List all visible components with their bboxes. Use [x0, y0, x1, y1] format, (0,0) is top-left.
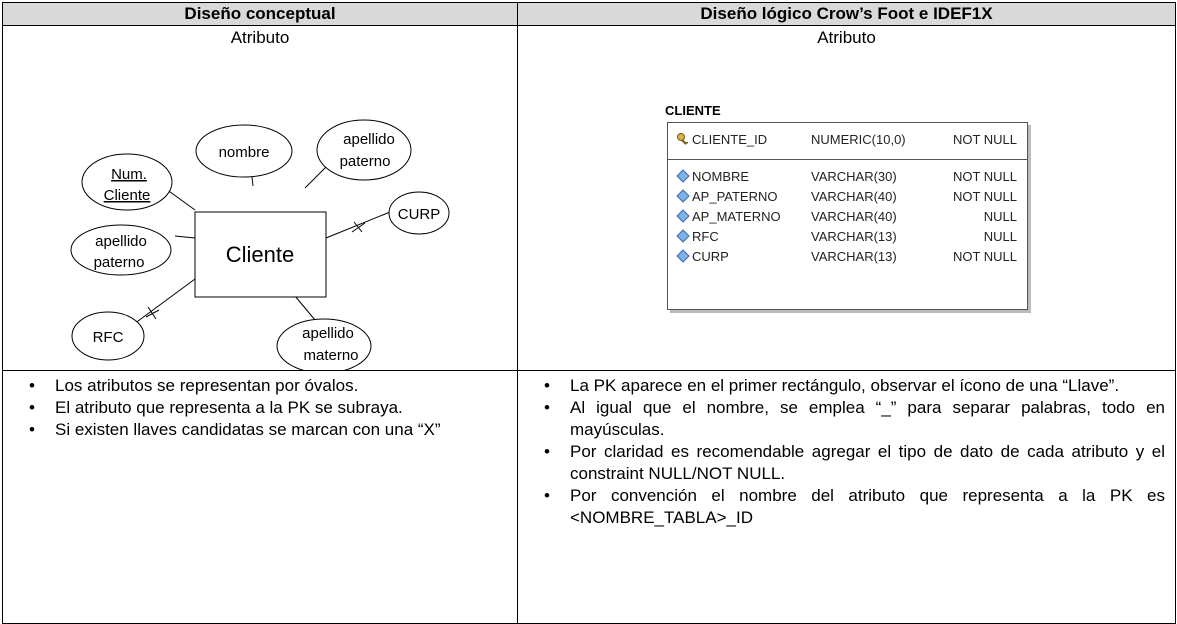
column-row: AP_PATERNO VARCHAR(40) NOT NULL: [676, 187, 1021, 207]
attr-apellido-paterno-left-1: apellido: [95, 233, 147, 250]
attr-rfc: RFC: [93, 329, 124, 346]
attr-apellido-paterno-top-1: apellido: [343, 131, 395, 148]
diamond-icon: [676, 169, 690, 183]
er-diagram: Cliente nombre apellido paterno Num. Cli…: [70, 119, 450, 370]
table-design-box: CLIENTE_ID NUMERIC(10,0) NOT NULL NOMBRE…: [667, 122, 1028, 310]
note-item: El atributo que representa a la PK se su…: [3, 397, 517, 419]
attr-apellido-paterno-top-2: paterno: [340, 153, 391, 170]
column-name: NOMBRE: [692, 169, 750, 184]
x-mark-rfc-1: [147, 306, 157, 320]
logical-notes-cell: La PK aparece en el primer rectángulo, o…: [517, 370, 1176, 624]
column-null: NULL: [983, 209, 1017, 224]
table-design-title: CLIENTE: [665, 103, 721, 118]
diamond-icon: [676, 209, 690, 223]
note-item: Si existen llaves candidatas se marcan c…: [3, 419, 517, 441]
line-apellido-paterno-left: [174, 235, 196, 239]
line-rfc: [133, 278, 196, 325]
conceptual-notes-cell: Los atributos se representan por óvalos.…: [2, 370, 518, 624]
left-subtitle: Atributo: [230, 28, 290, 47]
note-item: Al igual que el nombre, se emplea “_” pa…: [518, 397, 1175, 441]
diamond-icon: [676, 189, 690, 203]
line-num-cliente: [165, 188, 196, 211]
pk-separator: [668, 159, 1027, 160]
attr-num-cliente-1: Num.: [111, 166, 147, 183]
column-row: NOMBRE VARCHAR(30) NOT NULL: [676, 167, 1021, 187]
x-mark-curp-2: [351, 222, 366, 233]
oval-nombre: [195, 124, 293, 178]
column-name: AP_MATERNO: [692, 209, 781, 224]
oval-apellido-paterno-top: [316, 119, 412, 181]
oval-apellido-paterno-left: [70, 224, 172, 276]
conceptual-cell: Atributo Cliente nombre: [2, 25, 518, 371]
attr-apellido-materno-2: materno: [303, 347, 358, 364]
right-subtitle: Atributo: [817, 28, 876, 47]
column-row: RFC VARCHAR(13) NULL: [676, 227, 1021, 247]
column-null: NULL: [983, 229, 1017, 244]
oval-num-cliente: [81, 153, 173, 211]
column-name: RFC: [692, 229, 719, 244]
oval-rfc: [71, 311, 145, 361]
conceptual-notes-list: Los atributos se representan por óvalos.…: [3, 375, 517, 441]
column-null: NOT NULL: [952, 169, 1017, 184]
column-type: VARCHAR(30): [811, 169, 897, 184]
column-row: CURP VARCHAR(13) NOT NULL: [676, 247, 1021, 267]
column-null: NOT NULL: [952, 189, 1017, 204]
logical-notes-list: La PK aparece en el primer rectángulo, o…: [518, 375, 1175, 529]
column-row: AP_MATERNO VARCHAR(40) NULL: [676, 207, 1021, 227]
column-type: VARCHAR(40): [811, 209, 897, 224]
note-item: Por claridad es recomendable agregar el …: [518, 441, 1175, 485]
column-name: AP_PATERNO: [692, 189, 778, 204]
column-type: VARCHAR(40): [811, 189, 897, 204]
oval-apellido-materno: [276, 318, 372, 370]
attr-apellido-paterno-left-2: paterno: [94, 254, 145, 271]
column-null: NOT NULL: [952, 249, 1017, 264]
note-item: Por convención el nombre del atributo qu…: [518, 485, 1175, 529]
entity-label: Cliente: [226, 242, 294, 267]
attr-nombre: nombre: [219, 144, 270, 161]
line-apellido-materno: [294, 295, 316, 321]
column-type: VARCHAR(13): [811, 249, 897, 264]
diamond-icon: [676, 249, 690, 263]
key-icon: [676, 132, 690, 146]
column-type: VARCHAR(13): [811, 229, 897, 244]
oval-curp: [388, 191, 450, 235]
line-curp: [325, 211, 391, 239]
entity-box: [194, 211, 327, 298]
header-logical: Diseño lógico Crow’s Foot e IDEF1X: [517, 2, 1176, 26]
attr-num-cliente-2: Cliente: [104, 187, 151, 204]
pk-name: CLIENTE_ID: [692, 132, 768, 147]
pk-null: NOT NULL: [952, 132, 1017, 147]
attr-curp: CURP: [398, 206, 441, 223]
diamond-icon: [676, 229, 690, 243]
pk-row: CLIENTE_ID NUMERIC(10,0) NOT NULL: [676, 130, 1021, 150]
column-name: CURP: [692, 249, 729, 264]
note-item: Los atributos se representan por óvalos.: [3, 375, 517, 397]
x-mark-curp-1: [353, 221, 363, 233]
x-mark-rfc-2: [145, 309, 160, 318]
logical-cell: Atributo CLIENTE CLIENTE_ID NUMERIC(10,0…: [517, 25, 1176, 371]
note-item: La PK aparece en el primer rectángulo, o…: [518, 375, 1175, 397]
attr-apellido-materno-1: apellido: [302, 325, 354, 342]
pk-type: NUMERIC(10,0): [811, 132, 906, 147]
header-conceptual: Diseño conceptual: [2, 2, 518, 26]
